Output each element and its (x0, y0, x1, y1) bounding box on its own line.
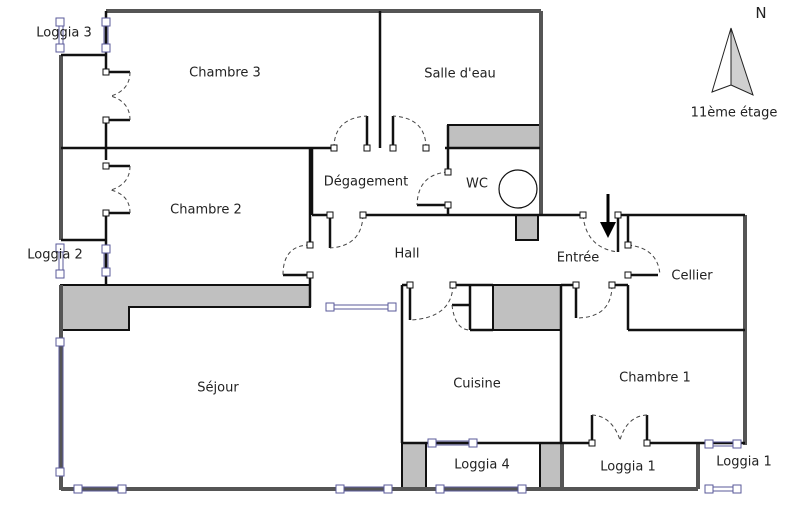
room-label-salle-deau: Salle d'eau (424, 66, 496, 82)
room-label-hall: Hall (394, 246, 420, 262)
room-label-degagement: Dégagement (323, 174, 409, 190)
room-label-sejour: Séjour (197, 380, 239, 396)
hinge-markers (102, 68, 651, 447)
room-label-loggia-1: Loggia 1 (600, 459, 656, 475)
outer-walls (59, 9, 747, 491)
room-label-chambre-1: Chambre 1 (619, 370, 691, 386)
window-markers (55, 17, 742, 494)
door-swings (110, 71, 661, 441)
room-label-chambre-2: Chambre 2 (170, 202, 242, 218)
north-label: N (755, 4, 767, 22)
floor-label: 11ème étage (690, 105, 778, 121)
entrance-arrow-icon (600, 194, 616, 238)
room-label-cuisine: Cuisine (453, 376, 501, 392)
room-label-loggia-4: Loggia 4 (454, 457, 510, 473)
room-label-cellier: Cellier (671, 268, 713, 284)
room-label-wc: WC (466, 176, 488, 192)
room-label-loggia-3: Loggia 3 (36, 25, 92, 41)
wc-bowl-icon (498, 169, 538, 209)
door-leaves (106, 70, 658, 443)
room-label-loggia-1-corner: Loggia 1 (716, 454, 772, 470)
structural-blocks (60, 124, 563, 490)
room-label-loggia-2: Loggia 2 (27, 247, 83, 263)
room-label-chambre-3: Chambre 3 (189, 65, 261, 81)
north-arrow-icon (711, 27, 754, 96)
room-label-entree: Entrée (556, 250, 600, 266)
